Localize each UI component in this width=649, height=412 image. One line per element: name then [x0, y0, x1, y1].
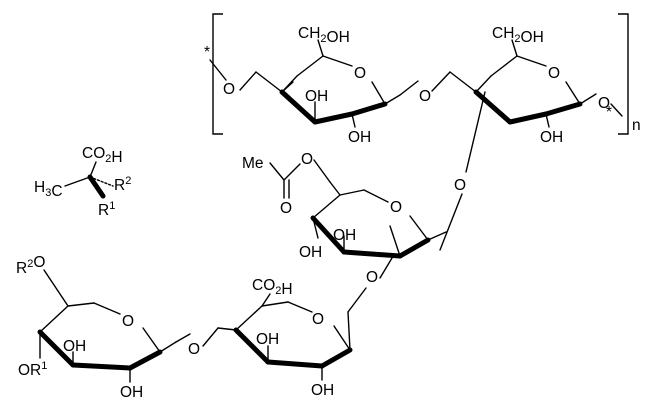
hydroxyl-e3: OH [256, 331, 279, 348]
branch-oxygen-1: O [454, 177, 466, 194]
carbonyl-oxygen: O [280, 200, 292, 217]
glucuronic-acid-ring: CO2H O OH OH [217, 277, 353, 399]
linkage-oxygen-3: O [598, 95, 610, 112]
or1-label: OR1 [18, 360, 47, 379]
polymer-end-right: * [606, 104, 612, 121]
r1-label: R1 [98, 200, 115, 219]
carboxyl-label-ring: CO2H [252, 277, 293, 298]
polymer-repeat-unit: * * n O CH2OH O OH OH O [204, 13, 641, 146]
linkage-oxygen-2: O [419, 88, 431, 105]
r2o-label: R2O [16, 254, 45, 277]
methyl-h3c-label: H3C [34, 179, 63, 200]
repeat-count-n: n [632, 117, 641, 134]
glucose-ring-bottom-left: R2O O OH OH OR1 [16, 254, 177, 401]
acetyl-glucose-ring: Me O O O OH OH [242, 151, 447, 261]
ester-oxygen: O [301, 151, 313, 168]
hydroxyl-a2: OH [348, 129, 371, 146]
hydroxyl-c4: OH [299, 244, 322, 261]
r2-label: R2 [114, 175, 131, 194]
glucose-ring-b [449, 39, 597, 128]
hydroxyl-b2: OH [540, 129, 563, 146]
linkage-oxygen-4: O [188, 341, 200, 358]
ring-oxygen-c: O [390, 199, 402, 216]
hydroxyl-d2: OH [120, 384, 143, 401]
branch-oxygen-2: O [366, 269, 378, 286]
right-bracket [618, 13, 629, 135]
ring-oxygen-b: O [548, 65, 560, 82]
ch2oh-label-b: CH2OH [492, 25, 544, 46]
ring-oxygen-e: O [312, 311, 324, 328]
hydroxyl-a3: OH [305, 88, 328, 105]
linkage-oxygen-1: O [223, 81, 235, 98]
glucose-ring-a [255, 39, 401, 128]
ring-oxygen-d: O [122, 313, 134, 330]
ch2oh-label-a: CH2OH [298, 25, 350, 46]
pyruvate-side-fragment: CO2H H3C R2 R1 [34, 145, 131, 219]
ring-oxygen-a: O [354, 65, 366, 82]
hydroxyl-e2: OH [311, 382, 334, 399]
hydroxyl-c3: OH [333, 227, 356, 244]
left-bracket [212, 13, 223, 135]
methyl-label: Me [242, 155, 264, 172]
hydroxyl-d3: OH [63, 338, 86, 355]
polymer-end-left: * [204, 44, 210, 61]
carboxyl-label-top: CO2H [82, 145, 123, 166]
